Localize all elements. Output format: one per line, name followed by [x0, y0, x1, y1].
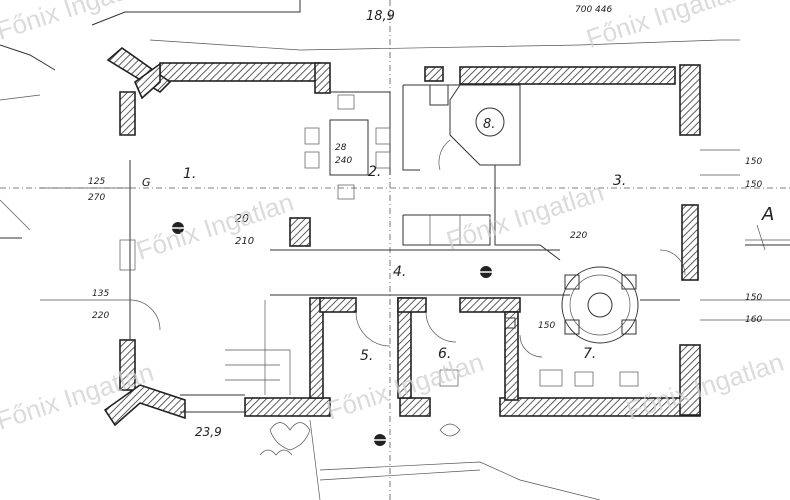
room-labels: 1. 2. 3. 4. 5. 6. 7. 8. — [183, 117, 626, 364]
room-4-label: 4. — [393, 264, 406, 280]
dim-right-lower-top: 150 — [745, 293, 762, 303]
room-5-label: 5. — [360, 348, 373, 364]
dim-kitchen-top: 28 — [335, 143, 347, 153]
watermark-center: Főnix Ingatlan — [443, 177, 608, 256]
section-marker-label: A — [761, 204, 774, 225]
dim-hall-top: 20 — [235, 212, 249, 225]
door-swings — [129, 139, 686, 358]
dim-left-upper-top: 125 — [88, 177, 105, 187]
room-2-label: 2. — [368, 164, 381, 180]
dim-top-center: 18,9 — [366, 9, 395, 24]
dim-right-lower-bottom: 160 — [745, 315, 762, 325]
interior-partitions — [40, 84, 790, 413]
dining-table — [304, 94, 391, 200]
dim-window-r1: G — [142, 176, 151, 189]
dim-bottom-left: 23,9 — [195, 425, 222, 439]
exterior-walls — [103, 46, 701, 427]
room-7-label: 7. — [583, 346, 596, 362]
watermark-top-left: Főnix Ingatlan — [0, 0, 157, 46]
watermark-bottom-right: Főnix Ingatlan — [623, 347, 788, 426]
dim-right-upper-top: 150 — [745, 157, 762, 167]
dim-top-right: 700 446 — [575, 5, 612, 15]
section-marker: A — [745, 204, 790, 246]
dimension-labels: 18,9 700 446 125 270 G 135 220 150 150 1… — [88, 5, 762, 439]
room-3-label: 3. — [613, 173, 626, 189]
round-bay — [561, 266, 639, 344]
dim-bay-right: 220 — [570, 231, 587, 241]
landscape-sketch — [259, 422, 461, 456]
dim-hall-bottom: 210 — [235, 236, 254, 247]
orientation-symbols — [172, 222, 492, 446]
room-8-label: 8. — [483, 117, 495, 132]
dim-right-upper-bottom: 150 — [745, 180, 762, 190]
room-6-label: 6. — [438, 346, 451, 362]
dim-left-upper-bottom: 270 — [88, 193, 105, 203]
watermark-left-middle: Főnix Ingatlan — [133, 187, 298, 266]
kitchen-fixtures — [119, 84, 639, 387]
dim-kitchen-bottom: 240 — [335, 156, 352, 166]
room-1-label: 1. — [183, 166, 196, 182]
dim-left-mid-bottom: 220 — [92, 311, 109, 321]
dim-left-mid-top: 135 — [92, 289, 109, 299]
dim-bay-left: 150 — [538, 321, 555, 331]
